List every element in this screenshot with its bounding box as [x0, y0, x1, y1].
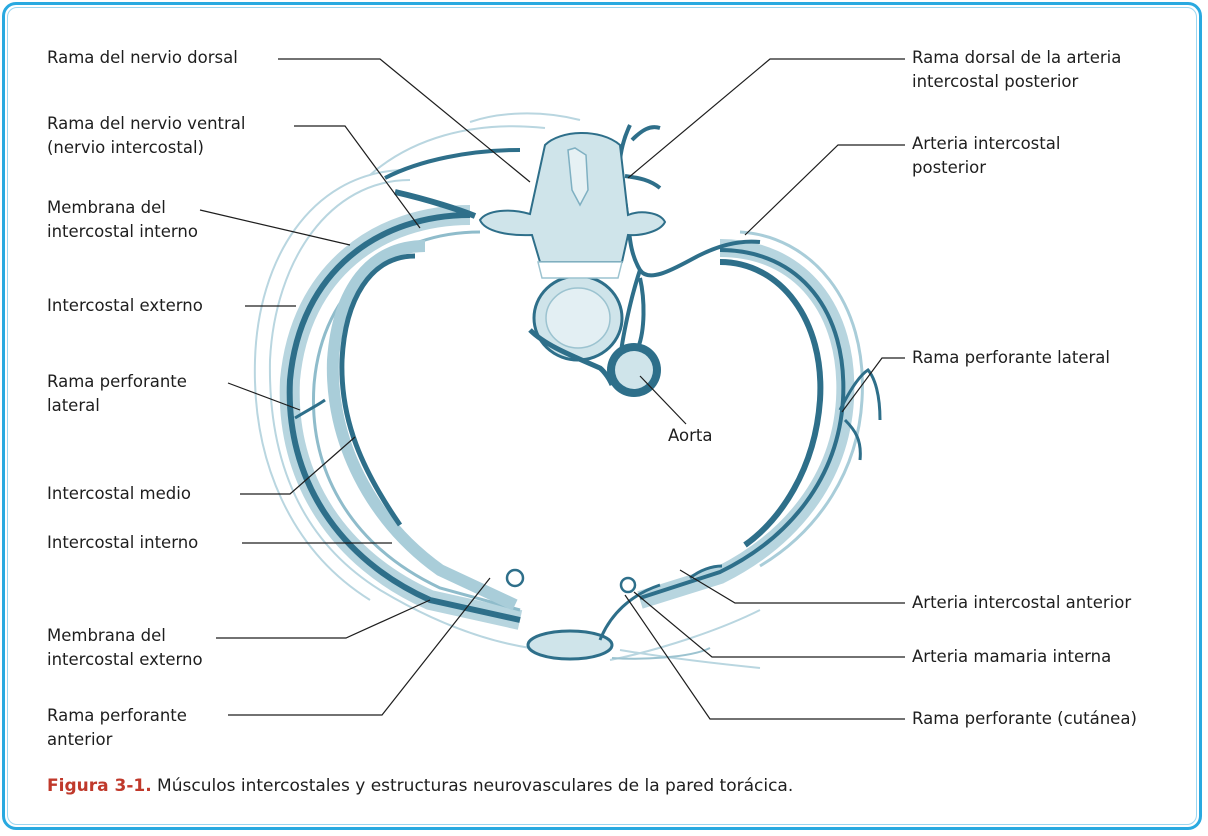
label-intercostal-interno: Intercostal interno — [47, 531, 198, 555]
vertebra — [480, 133, 665, 360]
dorsal-branches — [619, 125, 760, 360]
figure-caption: Figura 3-1. Músculos intercostales y est… — [47, 776, 793, 796]
lateral-perforating-branches — [295, 370, 880, 460]
leader-membrana-externo — [216, 600, 430, 638]
right-intercostal-bands — [640, 232, 862, 600]
label-rama-dorsal-arteria: Rama dorsal de la arteria intercostal po… — [912, 46, 1121, 94]
leader-nervio-dorsal — [278, 59, 530, 182]
label-intercostal-externo: Intercostal externo — [47, 294, 203, 318]
label-membrana-intercostal-interno: Membrana del intercostal interno — [47, 196, 198, 244]
label-rama-perforante-lateral-der: Rama perforante lateral — [912, 346, 1110, 370]
leader-arteria-posterior — [745, 145, 905, 235]
label-aorta: Aorta — [668, 424, 712, 448]
label-rama-nervio-dorsal: Rama del nervio dorsal — [47, 46, 238, 70]
label-rama-perforante-anterior: Rama perforante anterior — [47, 704, 187, 752]
figure-number: Figura 3-1. — [47, 776, 152, 796]
leader-arteria-mamaria — [634, 592, 905, 657]
leader-aorta — [640, 376, 686, 424]
label-membrana-intercostal-externo: Membrana del intercostal externo — [47, 624, 203, 672]
leader-dorsal-arteria — [628, 59, 905, 178]
label-intercostal-medio: Intercostal medio — [47, 482, 191, 506]
label-arteria-intercostal-posterior: Arteria intercostal posterior — [912, 132, 1060, 180]
label-arteria-intercostal-anterior: Arteria intercostal anterior — [912, 591, 1131, 615]
label-rama-nervio-ventral: Rama del nervio ventral (nervio intercos… — [47, 112, 246, 160]
label-rama-perforante-lateral-izq: Rama perforante lateral — [47, 370, 187, 418]
figure-caption-text: Músculos intercostales y estructuras neu… — [152, 776, 794, 796]
label-arteria-mamaria-interna: Arteria mamaria interna — [912, 645, 1111, 669]
leader-nervio-ventral — [294, 126, 420, 228]
label-rama-perforante-cutanea: Rama perforante (cutánea) — [912, 707, 1137, 731]
